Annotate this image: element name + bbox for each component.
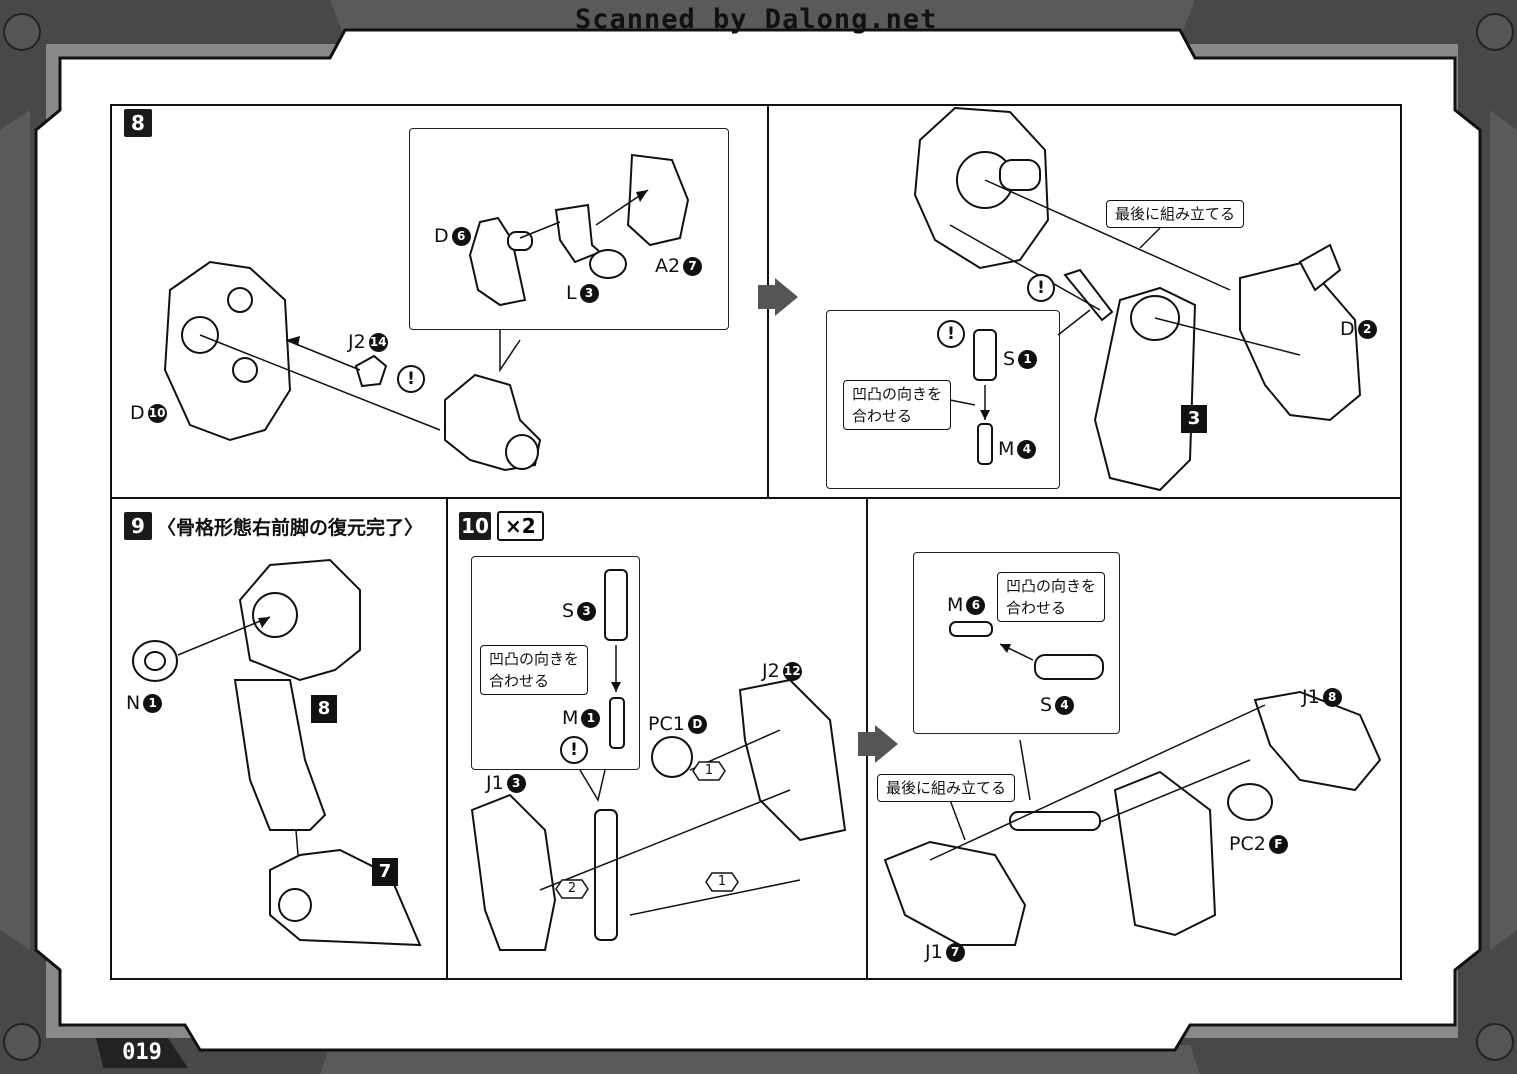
s1-part <box>973 329 997 381</box>
scan-credit-header: Scanned by Dalong.net <box>575 4 938 35</box>
j2-12-part <box>738 678 847 842</box>
piston-part <box>594 809 618 941</box>
multiplier-badge: ×2 <box>497 511 544 541</box>
cylinder-part <box>1009 811 1101 831</box>
j1-7-part <box>883 840 1027 946</box>
j1-3-part <box>470 793 557 951</box>
order-mark-1: 1 <box>704 763 714 778</box>
sub-assembly-7-badge: 7 <box>372 858 398 886</box>
m1-part <box>609 697 625 749</box>
next-arrow-step10 <box>858 725 898 763</box>
warning-icon: ! <box>937 320 965 348</box>
j1-8-assembly-part <box>1113 770 1217 937</box>
order-hex-1 <box>692 761 726 781</box>
shoulder-part <box>238 558 361 682</box>
pc2-f-part <box>1227 783 1273 821</box>
upper-leg-8-part <box>233 679 327 831</box>
leg-3-part <box>1093 286 1197 492</box>
s3-part <box>604 569 628 641</box>
a2-7-part <box>626 153 690 247</box>
order-hex-2 <box>555 879 589 899</box>
m6-part <box>949 621 993 637</box>
sub-assembly-8-badge: 8 <box>311 695 337 723</box>
order-mark-2: 2 <box>567 881 577 896</box>
step-9-title: 〈骨格形態右前脚の復元完了〉 <box>157 517 424 539</box>
step-8-badge: 8 <box>124 109 152 137</box>
callout-assemble-last-step10: 最後に組み立てる <box>877 774 1016 802</box>
d10-frame-part <box>163 260 292 442</box>
leg-assembly-3-badge: 3 <box>1181 405 1207 433</box>
pc1-d-part <box>651 736 693 778</box>
step-10-badge: 10 <box>459 512 491 540</box>
step-9-badge: 9 <box>124 512 152 540</box>
warning-icon: ! <box>397 365 425 393</box>
callout-assemble-last: 最後に組み立てる <box>1106 200 1245 228</box>
j2-14-part <box>354 354 388 388</box>
m4-part <box>977 423 993 465</box>
row-divider <box>110 497 1402 499</box>
next-arrow-step8 <box>758 278 798 316</box>
order-hex-3 <box>705 872 739 892</box>
callout-align-notches-left: 凹凸の向きを 合わせる <box>480 645 589 695</box>
callout-align-notches: 凹凸の向きを 合わせる <box>843 380 952 430</box>
callout-align-notches-right: 凹凸の向きを 合わせる <box>997 572 1106 622</box>
s4-part <box>1034 654 1104 680</box>
warning-icon: ! <box>1027 274 1055 302</box>
step9-10-divider <box>446 497 448 980</box>
j1-8-part <box>1253 690 1382 792</box>
order-mark-3: 1 <box>717 874 727 889</box>
warning-icon: ! <box>560 736 588 764</box>
